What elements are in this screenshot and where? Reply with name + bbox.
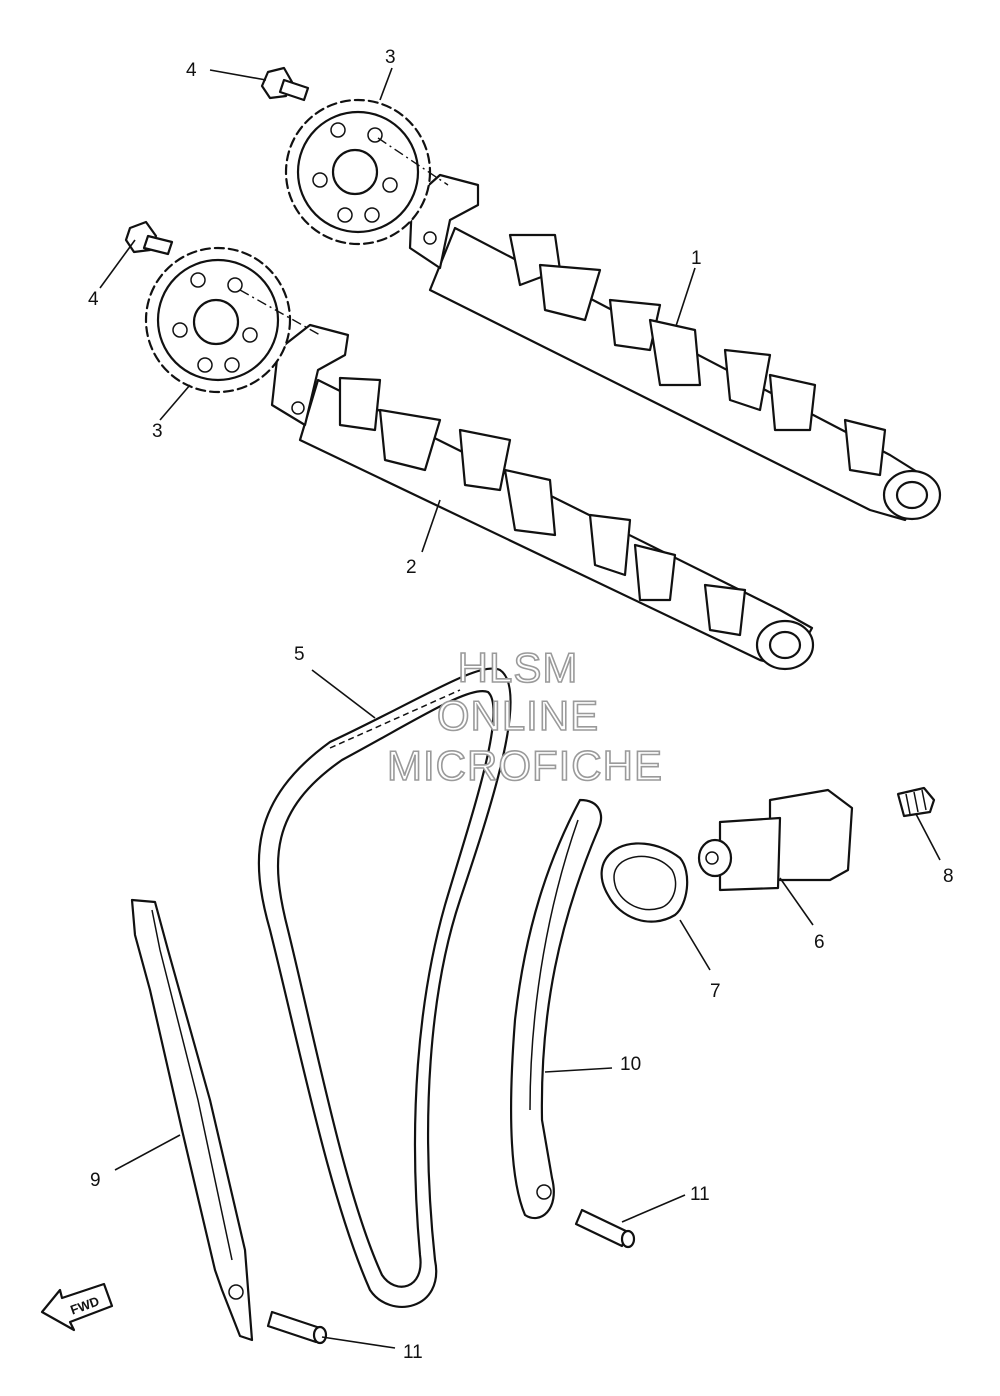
callout-3-top: 3: [385, 47, 396, 68]
cam-sprocket-top: [284, 98, 432, 246]
callout-10: 10: [620, 1054, 641, 1075]
cam-sprocket-bottom: [144, 246, 292, 394]
guide-pin-right: [574, 1208, 636, 1249]
watermark-line-2: ONLINE: [437, 692, 599, 739]
callout-3-bottom: 3: [152, 421, 163, 442]
callout-1: 1: [691, 248, 702, 269]
sprocket-bolt-left: [124, 220, 174, 256]
camshaft-2: [270, 323, 815, 671]
callout-9: 9: [90, 1170, 101, 1191]
callout-4-top: 4: [186, 60, 197, 81]
sprocket-bolt-top: [260, 66, 310, 102]
chain-tensioner: [697, 788, 854, 892]
callout-11-right: 11: [690, 1184, 710, 1205]
callout-5: 5: [294, 644, 305, 665]
watermark: HLSM ONLINE MICROFICHE: [386, 643, 663, 790]
watermark-line-3: MICROFICHE: [387, 742, 663, 789]
guide-pin-bottom: [266, 1310, 328, 1345]
cam-chain: [257, 667, 512, 1308]
chain-guide-left: [130, 898, 254, 1342]
forward-arrow-icon: FWD: [40, 1282, 114, 1332]
watermark-line-1: HLSM: [458, 644, 579, 691]
callout-2: 2: [406, 557, 417, 578]
callout-6: 6: [814, 932, 825, 953]
chain-guide-right: [510, 798, 603, 1220]
callout-4-left: 4: [88, 289, 99, 310]
callout-11-bottom: 11: [403, 1342, 423, 1363]
tensioner-gasket: [600, 842, 689, 923]
callout-8: 8: [943, 866, 954, 887]
callout-7: 7: [710, 981, 721, 1002]
tensioner-bolt: [896, 786, 936, 818]
